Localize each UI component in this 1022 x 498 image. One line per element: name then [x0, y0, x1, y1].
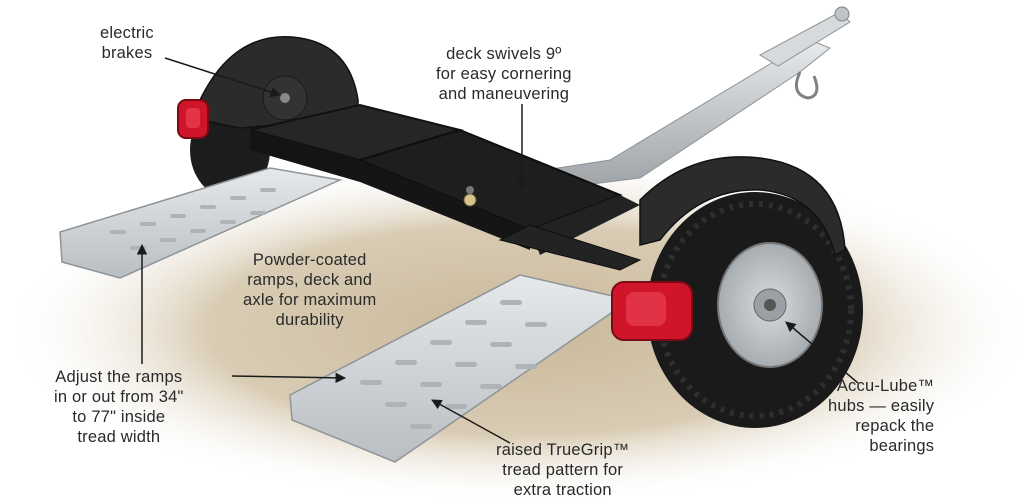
callout-line: hubs — easily: [828, 397, 935, 415]
callout-line: electric: [100, 24, 154, 42]
callout-line: ramps, deck and: [247, 271, 373, 289]
callout-electric-brakes: electric brakes: [100, 23, 154, 63]
callout-line: extra traction: [513, 481, 612, 498]
swivel-deck: [249, 103, 642, 271]
callout-powder-coated: Powder-coated ramps, deck and axle for m…: [243, 250, 376, 330]
callout-line: for easy cornering: [436, 65, 572, 83]
callout-line: repack the: [855, 417, 935, 435]
callout-line: durability: [275, 311, 344, 329]
callout-leaders: [136, 57, 859, 444]
callout-line: Accu-Lube™: [836, 377, 935, 395]
callout-line: axle for maximum: [243, 291, 377, 309]
leader-accu-lube: [785, 321, 859, 384]
right-ramp: [289, 274, 632, 463]
right-wheel-assembly: [639, 156, 863, 428]
callout-line: to 77" inside: [72, 408, 166, 426]
callout-line: deck swivels 9º: [446, 45, 562, 63]
callout-line: Powder-coated: [252, 251, 367, 269]
callout-deck-swivels: deck swivels 9º for easy cornering and m…: [436, 44, 572, 104]
callout-line: tread width: [77, 428, 161, 446]
callout-line: in or out from 34": [54, 388, 184, 406]
leader-electric-brakes: [164, 57, 281, 98]
left-tail-light: [177, 99, 209, 139]
callout-line: raised TrueGrip™: [496, 441, 630, 459]
callout-line: brakes: [101, 44, 153, 62]
callout-line: bearings: [869, 437, 935, 455]
callout-line: and maneuvering: [438, 85, 570, 103]
leader-adjust-ramps-right: [231, 372, 347, 384]
callout-accu-lube: Accu-Lube™ hubs — easily repack the bear…: [828, 376, 934, 456]
leader-truegrip: [431, 399, 511, 444]
right-tail-light: [611, 281, 693, 341]
left-wheel-assembly: [190, 36, 359, 198]
left-ramp: [59, 167, 343, 279]
callout-adjust-ramps: Adjust the ramps in or out from 34" to 7…: [54, 367, 184, 447]
callout-truegrip: raised TrueGrip™ tread pattern for extra…: [496, 440, 629, 498]
callout-line: tread pattern for: [502, 461, 624, 479]
callout-line: Adjust the ramps: [55, 368, 183, 386]
